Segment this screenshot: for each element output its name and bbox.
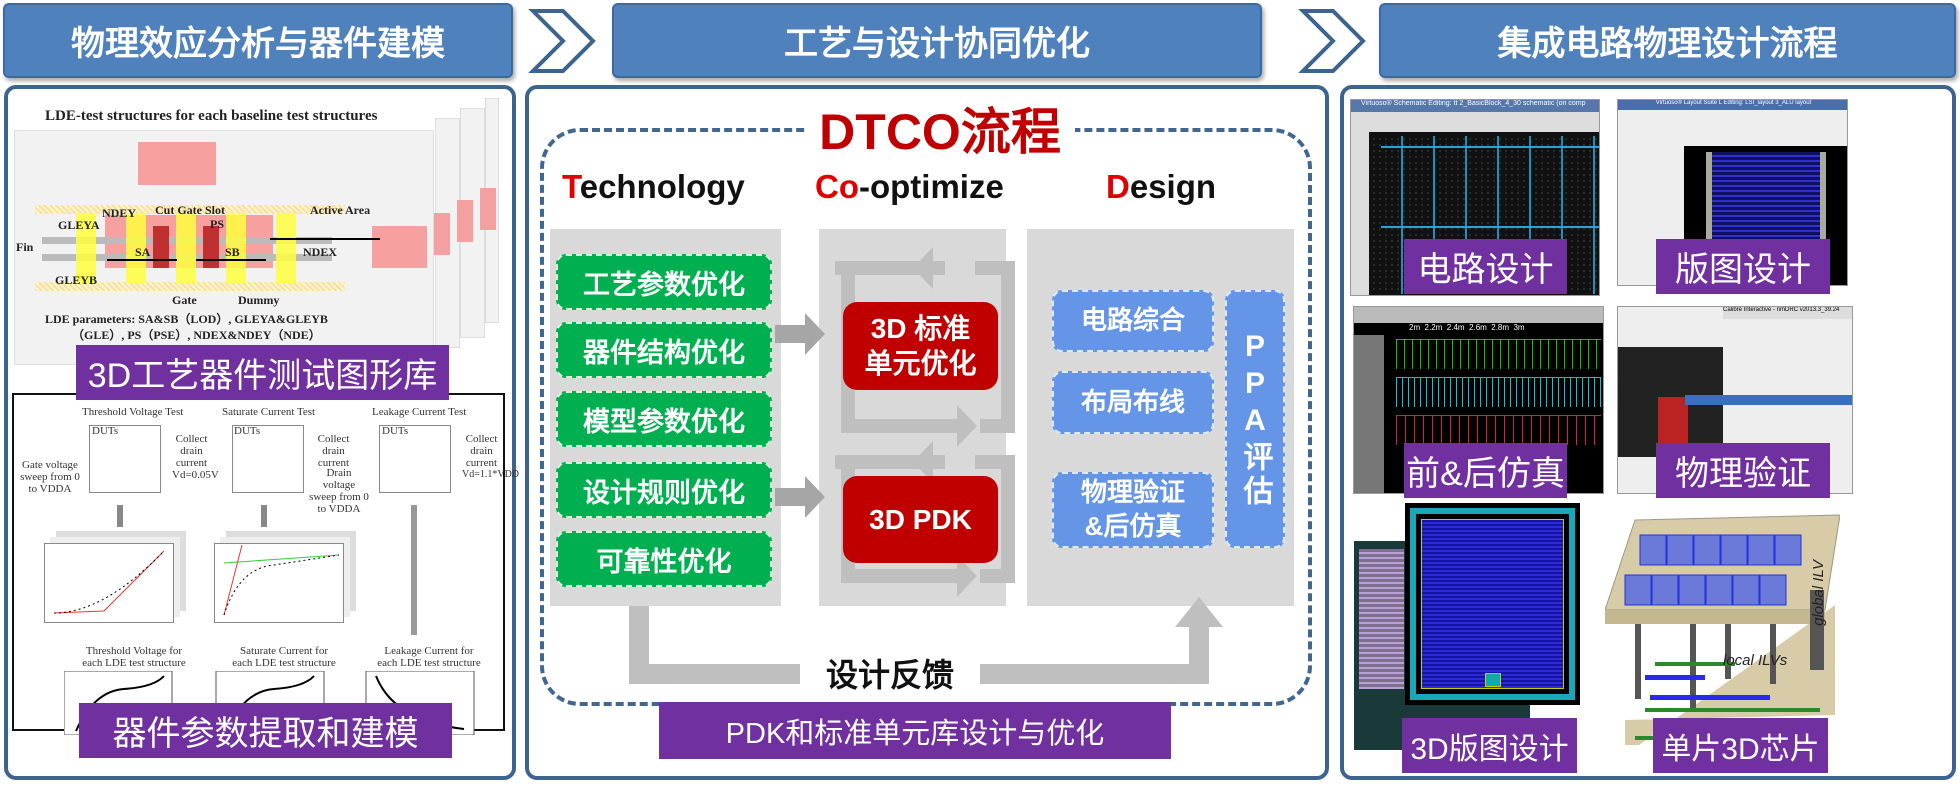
test-title: Leakage Current Test <box>372 406 467 418</box>
bias-label: Vd=0.05V <box>172 469 219 481</box>
design-item-place-route: 布局布线 <box>1052 371 1214 434</box>
source-label: Gate voltage sweep from 0 to VDDA <box>20 459 80 495</box>
header-physical-design: 集成电路物理设计流程 <box>1379 3 1956 78</box>
chevron-right-icon <box>1298 9 1366 73</box>
header-device-modeling: 物理效应分析与器件建模 <box>3 3 513 78</box>
bias-label: Vd=1.1*VDD <box>462 469 520 480</box>
label-text: 版图设计 <box>1675 251 1811 289</box>
label-text: 电路设计 <box>1417 251 1554 289</box>
result-label: Leakage Current for each LDE test struct… <box>377 645 481 669</box>
label-text: 前&后仿真 <box>1406 455 1565 493</box>
label-gleya: GLEYA <box>58 218 100 232</box>
label-text: PDK和标准单元库设计与优化 <box>725 717 1105 750</box>
tech-item-process-params: 工艺参数优化 <box>556 254 772 310</box>
design-item-verification: 物理验证&后仿真 <box>1052 472 1214 548</box>
tech-item-device-structure: 器件结构优化 <box>556 322 772 378</box>
column-header-design: Design <box>1106 168 1217 205</box>
label-text: 3D工艺器件测试图形库 <box>87 357 438 395</box>
label-active-area: Active Area <box>310 203 371 217</box>
label-gleyb: GLEYB <box>55 273 98 287</box>
label-text: 器件参数提取和建模 <box>112 715 419 753</box>
header-dtco: 工艺与设计协同优化 <box>612 3 1262 78</box>
column-header-cooptimize: Co-optimize <box>815 168 1004 205</box>
label-text: 3D版图设计 <box>1410 732 1569 766</box>
time-axis-labels: 2m 2.2m 2.4m 2.6m 2.8m 3m <box>1409 323 1525 332</box>
simulation-label: 前&后仿真 <box>1404 443 1567 498</box>
design-feedback-label: 设计反馈 <box>800 650 980 694</box>
label-text: 物理验证 <box>1675 455 1811 493</box>
meter-label: Collect drain current <box>317 433 350 469</box>
header-title: 集成电路物理设计流程 <box>1497 25 1838 63</box>
header-title: 物理效应分析与器件建模 <box>71 25 445 63</box>
coopt-3d-pdk: 3D PDK <box>843 476 998 563</box>
parameter-extraction-label: 器件参数提取和建模 <box>79 703 452 758</box>
window-title: Virtuoso® Layout Suite L Editing: LSI_la… <box>1618 100 1847 110</box>
column-header-technology: Technology <box>562 168 745 205</box>
duts-label: DUTs <box>234 425 261 437</box>
window-title: Calibre Interactive - nmDRC v2013.3_39.2… <box>1723 307 1852 319</box>
tech-item-model-params: 模型参数优化 <box>556 391 772 447</box>
monolithic-3d-illustration: local ILVs global ILV <box>1604 500 1841 755</box>
test-title: Threshold Voltage Test <box>82 406 184 418</box>
coopt-3d-std-cell: 3D 标准单元优化 <box>843 302 998 390</box>
layout-design-label: 版图设计 <box>1656 239 1830 294</box>
label-ndex: NDEX <box>303 245 338 259</box>
lde-params-line2: （GLE）, PS（PSE）, NDEX&NDEY（NDE） <box>72 328 321 342</box>
result-label: Threshold Voltage for each LDE test stru… <box>82 645 186 669</box>
label-ndey: NDEY <box>102 206 137 220</box>
meter-label: Collect drain current <box>175 433 208 469</box>
global-ilv-label: global ILV <box>1810 560 1827 626</box>
label-sb: SB <box>225 245 240 259</box>
label-dummy: Dummy <box>238 293 280 307</box>
label-gate: Gate <box>172 293 197 307</box>
header-title: 工艺与设计协同优化 <box>784 25 1090 63</box>
design-item-synthesis: 电路综合 <box>1052 290 1214 352</box>
label-fin: Fin <box>16 240 34 254</box>
label-text: 单片3D芯片 <box>1661 732 1820 766</box>
monolithic-3d-chip-label: 单片3D芯片 <box>1653 718 1828 773</box>
result-label: Saturate Current for each LDE test struc… <box>232 645 336 669</box>
pdk-library-label: PDK和标准单元库设计与优化 <box>659 702 1171 759</box>
test-title: Saturate Current Test <box>222 406 316 418</box>
layout-3d-image <box>1405 503 1580 705</box>
tech-item-reliability: 可靠性优化 <box>556 531 772 587</box>
tech-to-coopt-arrow <box>775 313 825 518</box>
tech-item-design-rules: 设计规则优化 <box>556 462 772 518</box>
layout-3d-label: 3D版图设计 <box>1402 718 1577 773</box>
label-ps: PS <box>210 217 225 231</box>
dtco-title: DTCO流程 <box>805 92 1075 162</box>
circuit-design-label: 电路设计 <box>1404 239 1567 294</box>
window-title: Virtuoso® Schematic Editing: tt 2_BasicB… <box>1351 100 1599 112</box>
ppa-evaluation: PPA评估 <box>1225 290 1285 548</box>
label-sa: SA <box>135 245 151 259</box>
lde-test-structures-diagram: LDE-test structures for each baseline te… <box>10 90 510 390</box>
source-label: Drain voltage sweep from 0 to VDDA <box>309 467 369 515</box>
duts-label: DUTs <box>382 425 409 437</box>
local-ilvs-label: local ILVs <box>1723 652 1788 669</box>
label-cut-gate-slot: Cut Gate Slot <box>155 203 225 217</box>
physical-verification-label: 物理验证 <box>1656 443 1830 498</box>
duts-label: DUTs <box>92 425 119 437</box>
meter-label: Collect drain current <box>465 433 498 469</box>
chevron-right-icon <box>528 9 596 73</box>
parameter-extraction-diagram: Threshold Voltage Test Saturate Current … <box>12 393 519 735</box>
lde-diagram-title: LDE-test structures for each baseline te… <box>45 108 378 124</box>
test-structure-library-label: 3D工艺器件测试图形库 <box>76 345 449 400</box>
lde-params-line1: LDE parameters: SA&SB（LOD）, GLEYA&GLEYB <box>45 312 328 326</box>
